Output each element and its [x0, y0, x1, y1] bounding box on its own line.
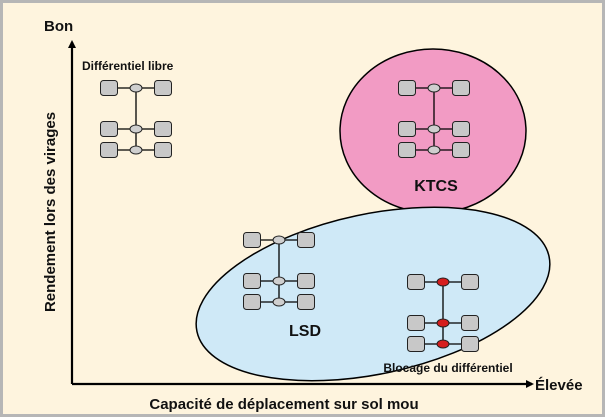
wheel — [243, 273, 261, 289]
wheel — [407, 274, 425, 290]
wheel — [407, 336, 425, 352]
differential-2 — [129, 145, 143, 155]
differential-1 — [272, 276, 286, 286]
drivetrain-diff-lock — [407, 274, 479, 352]
wheel — [398, 80, 416, 96]
wheel — [452, 142, 470, 158]
differential-1 — [436, 318, 450, 328]
drivetrain-open-diff — [100, 80, 172, 158]
wheel — [154, 80, 172, 96]
wheel — [100, 121, 118, 137]
differential-2 — [436, 339, 450, 349]
drivetrain-lsd — [243, 232, 315, 310]
y-axis-label: Rendement lors des virages — [42, 112, 59, 312]
wheel — [452, 121, 470, 137]
wheel — [398, 142, 416, 158]
wheel — [452, 80, 470, 96]
diff-lock-label: Blocage du différentiel — [383, 361, 512, 375]
differential-0 — [272, 235, 286, 245]
x-axis-label: Capacité de déplacement sur sol mou — [149, 396, 418, 413]
differential-2 — [272, 297, 286, 307]
open-diff-label: Différentiel libre — [82, 59, 174, 73]
x-end-label: Élevée — [535, 377, 583, 394]
wheel — [461, 315, 479, 331]
differential-1 — [129, 124, 143, 134]
differential-0 — [129, 83, 143, 93]
wheel — [398, 121, 416, 137]
wheel — [154, 121, 172, 137]
y-top-label: Bon — [44, 18, 73, 35]
drivetrain-ktcs — [398, 80, 470, 158]
differential-2 — [427, 145, 441, 155]
wheel — [297, 294, 315, 310]
wheel — [297, 273, 315, 289]
lsd-region — [195, 206, 551, 382]
wheel — [461, 274, 479, 290]
wheel — [243, 232, 261, 248]
wheel — [461, 336, 479, 352]
differential-1 — [427, 124, 441, 134]
wheel — [243, 294, 261, 310]
wheel — [100, 142, 118, 158]
differential-0 — [436, 277, 450, 287]
ktcs-label: KTCS — [414, 178, 458, 195]
wheel — [154, 142, 172, 158]
lsd-label: LSD — [289, 323, 321, 340]
differential-0 — [427, 83, 441, 93]
wheel — [297, 232, 315, 248]
wheel — [407, 315, 425, 331]
wheel — [100, 80, 118, 96]
